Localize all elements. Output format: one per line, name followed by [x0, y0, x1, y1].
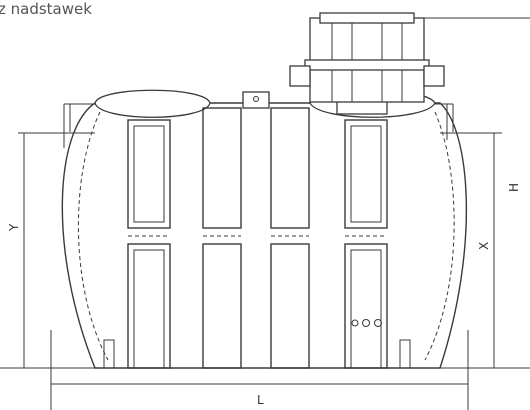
- dimension-h-label: H: [507, 183, 521, 192]
- lifting-lug: [242, 91, 270, 109]
- right-foot: [399, 339, 411, 369]
- rib-lower-1-inner: [133, 249, 165, 369]
- turret-lid: [319, 12, 415, 24]
- lug-hole: [253, 96, 259, 102]
- dimension-y: Y: [7, 132, 95, 368]
- connector-icon: [351, 319, 359, 327]
- rib-upper-3: [270, 107, 310, 229]
- rib-upper-1: [127, 119, 171, 229]
- rib-upper-1-inner: [133, 125, 165, 223]
- left-fin: [63, 103, 95, 148]
- dimension-h: H: [430, 17, 530, 192]
- ribs-upper: [127, 107, 388, 229]
- dimension-x: X: [440, 132, 502, 368]
- rib-upper-2: [202, 107, 242, 229]
- rib-lower-4-inner: [350, 249, 382, 369]
- rib-upper-4-inner: [350, 125, 382, 223]
- dimension-y-label: Y: [7, 223, 21, 232]
- tank-inner-contour-right: [424, 111, 455, 361]
- turret-side-stub-left: [289, 65, 311, 87]
- ribs-lower: [127, 243, 388, 369]
- right-fin: [430, 103, 454, 140]
- rib-lower-3: [270, 243, 310, 369]
- rib-lower-2: [202, 243, 242, 369]
- turret-flange: [304, 59, 430, 71]
- connector-icon: [374, 319, 382, 327]
- left-foot: [103, 339, 115, 369]
- dimension-l-label: L: [257, 393, 264, 407]
- pipe-connectors: [351, 319, 382, 327]
- diagram-caption: z nadstawek: [0, 0, 92, 18]
- rib-upper-4: [344, 119, 388, 229]
- left-dome-cap: [94, 89, 211, 118]
- dimension-x-label: X: [477, 242, 491, 250]
- tank-body-outline: [61, 102, 468, 369]
- tank-inner-contour-left: [77, 111, 109, 361]
- turret-extension: [289, 12, 530, 115]
- connector-icon: [362, 319, 370, 327]
- dimension-l: L: [50, 330, 469, 410]
- turret-side-stub-right: [423, 65, 445, 87]
